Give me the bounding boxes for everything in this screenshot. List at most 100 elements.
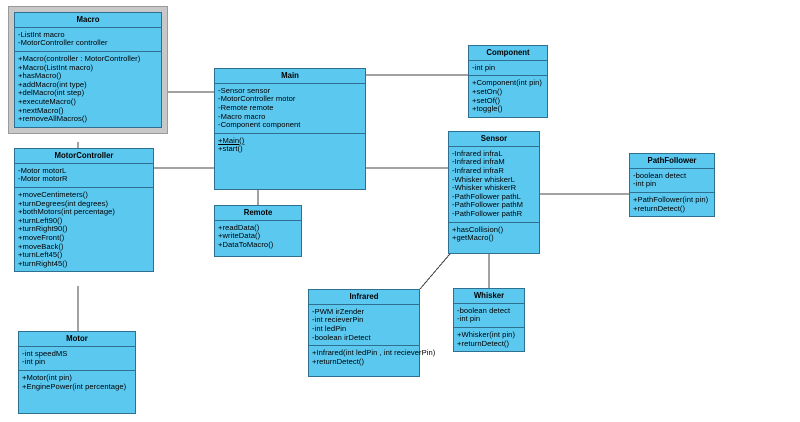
attribute: -Motor motorR [18, 174, 68, 184]
class-name-motorcontroller: MotorController [15, 149, 153, 164]
operation: +turnRight45() [18, 258, 68, 268]
operation: +removeAllMacros() [18, 114, 88, 124]
attribute: -Whisker whiskerR [452, 183, 517, 193]
attribute: -int pin [633, 179, 657, 189]
attribute: -Sensor sensor [218, 85, 271, 95]
operations-compartment-remote: +readData() +writeData() +DataToMacro() [215, 221, 301, 253]
attribute: -PathFollower pathR [452, 208, 523, 218]
class-box-whisker[interactable]: Whisker -boolean detect -int pin +Whiske… [453, 288, 525, 352]
attribute: -Whisker whiskerL [452, 174, 515, 184]
operation: +Infrared(int ledPin , int recieverPin) [312, 348, 436, 358]
attribute: -PathFollower pathM [452, 200, 524, 210]
operation: +addMacro(int type) [18, 79, 87, 89]
attribute: -int speedMS [22, 348, 68, 358]
class-box-macro[interactable]: Macro -ListInt macro -MotorController co… [9, 7, 167, 133]
operation: +returnDetect() [633, 203, 686, 213]
assoc-sensor-infrared [419, 247, 456, 290]
class-name-remote: Remote [215, 206, 301, 221]
attribute: -Component component [218, 120, 301, 130]
class-box-main[interactable]: Main -Sensor sensor -MotorController mot… [214, 68, 366, 190]
attribute: -int pin [472, 62, 496, 72]
class-name-macro: Macro [15, 13, 161, 28]
operation: +turnLeft45() [18, 250, 63, 260]
operation: +readData() [218, 222, 260, 232]
operations-compartment-pathfollower: +PathFollower(int pin) +returnDetect() [630, 193, 714, 216]
class-name-motor: Motor [19, 332, 135, 347]
operation: +Whisker(int pin) [457, 329, 516, 339]
operation: +Main() [218, 135, 245, 145]
attributes-compartment-infrared: -PWM irZender -int recieverPin -int ledP… [309, 305, 419, 347]
attribute: -MotorController controller [18, 38, 108, 48]
operations-compartment-whisker: +Whisker(int pin) +returnDetect() [454, 328, 524, 351]
operation: +nextMacro() [18, 105, 64, 115]
operations-compartment-macro: +Macro(controller : MotorController) +Ma… [15, 52, 161, 127]
operation: +executeMacro() [18, 96, 76, 106]
operations-compartment-sensor: +hasCollision() +getMacro() [449, 223, 539, 253]
operation: +start() [218, 144, 243, 154]
operation: +moveFront() [18, 232, 65, 242]
operation: +turnLeft90() [18, 215, 63, 225]
operation: +delMacro(int step) [18, 88, 85, 98]
attribute: -boolean detect [457, 305, 511, 315]
operation: +Motor(int pin) [22, 372, 72, 382]
operation: +returnDetect() [312, 356, 365, 366]
attributes-compartment-main: -Sensor sensor -MotorController motor -R… [215, 84, 365, 134]
operation: +setOf() [472, 95, 501, 105]
class-box-infrared[interactable]: Infrared -PWM irZender -int recieverPin … [308, 289, 436, 377]
class-name-main: Main [215, 69, 365, 84]
class-name-whisker: Whisker [454, 289, 524, 304]
class-box-sensor[interactable]: Sensor -Infrared infraL -Infrared infraM… [448, 131, 540, 254]
operation: +Macro(ListInt macro) [18, 62, 94, 72]
operation: +bothMotors(int percentage) [18, 207, 115, 217]
operation: +toggle() [472, 104, 503, 114]
operation: +EnginePower(int percentage) [22, 381, 127, 391]
operations-compartment-motor: +Motor(int pin) +EnginePower(int percent… [19, 371, 135, 413]
attributes-compartment-motor: -int speedMS -int pin [19, 347, 135, 371]
operations-compartment-main: +Main() +start() [215, 134, 365, 157]
operations-compartment-component: +Component(int pin) +setOn() +setOf() +t… [469, 76, 547, 116]
attribute: -PWM irZender [312, 306, 365, 316]
attribute: -MotorController motor [218, 94, 296, 104]
attribute: -Infrared infraM [452, 157, 505, 167]
operation: +returnDetect() [457, 338, 510, 348]
attribute: -Remote remote [218, 102, 274, 112]
operation: +setOn() [472, 86, 503, 96]
attributes-compartment-motorcontroller: -Motor motorL -Motor motorR [15, 164, 153, 188]
class-name-component: Component [469, 46, 547, 61]
attributes-compartment-whisker: -boolean detect -int pin [454, 304, 524, 328]
attribute: -Motor motorL [18, 165, 67, 175]
class-box-pathfollower[interactable]: PathFollower -boolean detect -int pin +P… [629, 153, 715, 218]
class-name-sensor: Sensor [449, 132, 539, 147]
attribute: -ListInt macro [18, 29, 65, 39]
attribute: -boolean irDetect [312, 332, 371, 342]
attribute: -int pin [22, 357, 46, 367]
operation: +hasCollision() [452, 224, 504, 234]
attribute: -Infrared infraL [452, 148, 503, 158]
class-name-pathfollower: PathFollower [630, 154, 714, 169]
attribute: -Macro macro [218, 111, 266, 121]
attribute: -PathFollower pathL [452, 191, 521, 201]
class-box-motorcontroller[interactable]: MotorController -Motor motorL -Motor mot… [14, 148, 154, 273]
operation: +moveBack() [18, 241, 64, 251]
operation: +moveCentimeters() [18, 189, 88, 199]
attributes-compartment-pathfollower: -boolean detect -int pin [630, 169, 714, 193]
operation: +Component(int pin) [472, 78, 542, 88]
class-box-component[interactable]: Component -int pin +Component(int pin) +… [468, 45, 548, 118]
attribute: -int recieverPin [312, 315, 364, 325]
operation: +DataToMacro() [218, 239, 274, 249]
operation: +turnDegrees(int degrees) [18, 198, 109, 208]
attribute: -int ledPin [312, 323, 347, 333]
attributes-compartment-macro: -ListInt macro -MotorController controll… [15, 28, 161, 52]
attribute: -boolean detect [633, 170, 687, 180]
operation: +hasMacro() [18, 71, 62, 81]
operation: +PathFollower(int pin) [633, 194, 709, 204]
operation: +writeData() [218, 231, 261, 241]
operation: +turnRight90() [18, 224, 68, 234]
operations-compartment-motorcontroller: +moveCentimeters() +turnDegrees(int degr… [15, 188, 153, 271]
class-box-remote[interactable]: Remote +readData() +writeData() +DataToM… [214, 205, 302, 257]
class-name-infrared: Infrared [309, 290, 419, 305]
class-box-motor[interactable]: Motor -int speedMS -int pin +Motor(int p… [18, 331, 136, 415]
attributes-compartment-component: -int pin [469, 61, 547, 77]
